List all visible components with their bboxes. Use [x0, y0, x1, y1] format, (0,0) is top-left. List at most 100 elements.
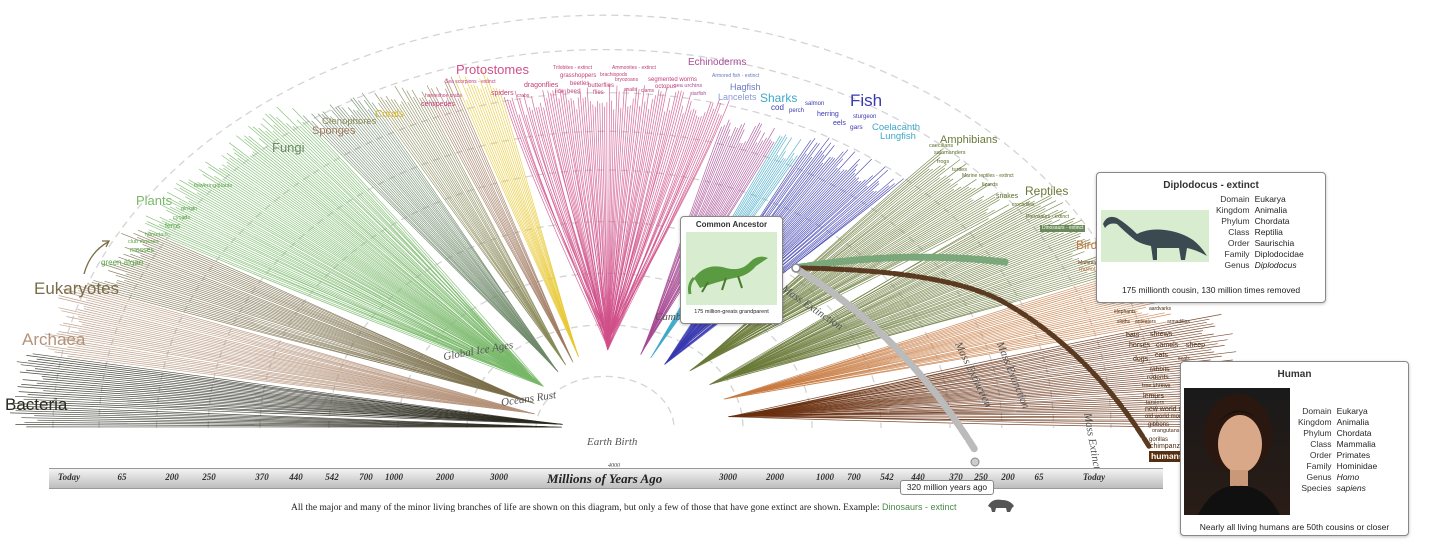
- tetrapod-label[interactable]: crocodiles: [1012, 202, 1035, 208]
- deuterostome-label[interactable]: herring: [817, 111, 839, 118]
- protostome-label[interactable]: octopus: [655, 84, 677, 90]
- mammal-label[interactable]: humans: [1149, 451, 1186, 462]
- tetrapod-label[interactable]: turtles: [952, 167, 967, 173]
- protostome-label[interactable]: snails: [624, 87, 637, 93]
- group-label-sharks[interactable]: Sharks: [760, 91, 798, 105]
- deuterostome-label[interactable]: eels: [833, 120, 846, 127]
- group-label-fungi[interactable]: Fungi: [272, 140, 305, 155]
- plant-label[interactable]: horsetails: [145, 232, 169, 238]
- dinosaurs-extinct-link[interactable]: Dinosaurs - extinct: [881, 502, 957, 512]
- mammal-label[interactable]: tree shrews: [1142, 383, 1171, 389]
- deuterostome-label[interactable]: sturgeon: [853, 114, 877, 120]
- mammal-label[interactable]: new world monkeys: [1145, 406, 1207, 413]
- time-marker-label[interactable]: 320 million years ago: [900, 480, 994, 495]
- mammal-label[interactable]: shrews: [1150, 331, 1173, 338]
- tetrapod-label[interactable]: salamanders: [934, 150, 966, 156]
- deuterostome-label[interactable]: sea urchins: [674, 83, 703, 89]
- deuterostome-label[interactable]: salmon: [805, 101, 825, 107]
- mammal-label[interactable]: tarsiers: [1146, 400, 1165, 406]
- mammal-label[interactable]: horses: [1129, 342, 1151, 349]
- protostome-label[interactable]: centipedes: [421, 101, 455, 108]
- mammal-label[interactable]: bats: [1126, 332, 1140, 339]
- tetrapod-label[interactable]: caecilians: [929, 143, 954, 149]
- mammal-label[interactable]: anteaters: [1135, 319, 1156, 325]
- protostome-label[interactable]: butterflies: [588, 83, 615, 89]
- protostome-label[interactable]: horseshoe crabs: [425, 93, 462, 99]
- group-label-lungfish[interactable]: Lungfish: [880, 131, 916, 142]
- group-label-archaea[interactable]: Archaea: [22, 330, 86, 349]
- protostome-label[interactable]: Ammonites - extinct: [612, 65, 656, 71]
- mammal-label[interactable]: armadillos: [1167, 319, 1190, 325]
- mammal-label[interactable]: aardvarks: [1149, 306, 1171, 312]
- group-label-plants[interactable]: Plants: [136, 193, 173, 208]
- mammal-label[interactable]: rabbits: [1150, 366, 1170, 373]
- deuterostome-label[interactable]: starfish: [690, 91, 707, 97]
- plant-label[interactable]: flowering plants: [194, 183, 233, 189]
- mammal-label[interactable]: old world monkeys: [1145, 414, 1195, 420]
- mammal-label[interactable]: Neanderthals: [1150, 458, 1183, 464]
- tetrapod-label[interactable]: lizards: [982, 182, 998, 188]
- mammal-label[interactable]: seals: [1178, 356, 1190, 362]
- tetrapod-label[interactable]: Marine reptiles - extinct: [962, 173, 1014, 179]
- group-label-protostomes[interactable]: Protostomes: [456, 62, 529, 77]
- group-label-reptiles[interactable]: Reptiles: [1025, 184, 1069, 198]
- deuterostome-label[interactable]: gars: [850, 124, 863, 131]
- group-label-ctenophores[interactable]: Ctenophores: [322, 116, 377, 127]
- group-label-bacteria[interactable]: Bacteria: [5, 395, 68, 414]
- common-ancestor-card[interactable]: Common Ancestor 175 million-greats grand…: [680, 216, 783, 324]
- protostome-label[interactable]: crabs: [517, 93, 530, 99]
- mammal-label[interactable]: lemurs: [1143, 393, 1165, 400]
- protostome-label[interactable]: Sea scorpions - extinct: [445, 79, 496, 85]
- protostome-label[interactable]: bees: [567, 89, 581, 95]
- group-label-sponges[interactable]: Sponges: [312, 125, 356, 137]
- mammal-label[interactable]: elephants: [1114, 309, 1136, 315]
- tetrapod-label[interactable]: snakes: [996, 193, 1019, 200]
- group-label-birds[interactable]: Bird: [1076, 238, 1098, 252]
- mammal-label[interactable]: chimpanzees: [1150, 443, 1192, 450]
- deuterostome-label[interactable]: cod: [771, 103, 784, 112]
- plant-label[interactable]: ferns: [165, 223, 181, 230]
- protostome-label[interactable]: Trilobites - extinct: [553, 65, 592, 71]
- group-label-fish[interactable]: Fish: [850, 91, 883, 110]
- plant-label[interactable]: cycads: [173, 215, 191, 221]
- group-label-amphibians[interactable]: Amphibians: [940, 134, 998, 146]
- plant-label[interactable]: green algae: [101, 258, 144, 267]
- protostome-label[interactable]: beetles: [570, 81, 590, 87]
- group-label-hagfish[interactable]: Hagfish: [730, 82, 761, 92]
- protostome-label[interactable]: spiders: [491, 90, 514, 97]
- protostome-label[interactable]: clams: [641, 88, 655, 94]
- deuterostome-label[interactable]: Armored fish - extinct: [712, 73, 760, 79]
- protostome-label[interactable]: grasshoppers: [560, 73, 597, 79]
- protostome-label[interactable]: dragonflies: [524, 82, 559, 89]
- mammal-label[interactable]: sheep: [1186, 342, 1206, 349]
- protostome-label[interactable]: lice: [555, 89, 565, 95]
- group-label-echinoderms[interactable]: Echinoderms: [688, 57, 747, 68]
- deuterostome-label[interactable]: perch: [789, 108, 805, 114]
- group-label-eukaryotes[interactable]: Eukaryotes: [34, 279, 120, 298]
- mammal-label[interactable]: gibbons: [1148, 422, 1170, 428]
- protostome-label[interactable]: flies: [593, 90, 604, 96]
- plant-label[interactable]: ginkgo: [181, 206, 198, 212]
- protostome-label[interactable]: brachiopods: [600, 72, 628, 78]
- mammal-label[interactable]: cats: [1155, 352, 1168, 359]
- plant-label[interactable]: mosses: [130, 247, 155, 254]
- mammal-label[interactable]: camels: [1156, 342, 1179, 349]
- mammal-label[interactable]: sloths: [1117, 319, 1131, 325]
- group-label-coelacanth[interactable]: Coelacanth: [872, 122, 921, 133]
- tetrapod-label[interactable]: monotremes: [1079, 267, 1112, 273]
- group-label-lancelets[interactable]: Lancelets: [718, 92, 757, 102]
- protostome-label[interactable]: segmented worms: [648, 77, 698, 83]
- protostome-label[interactable]: bryozoans: [615, 77, 639, 83]
- mammal-label[interactable]: orangutans: [1152, 428, 1180, 434]
- mammal-label[interactable]: gorillas: [1149, 437, 1169, 443]
- mammal-label[interactable]: rodents: [1147, 374, 1169, 381]
- tetrapod-label[interactable]: Pterosaurs - extinct: [1026, 214, 1070, 220]
- tetrapod-label[interactable]: Dinosaurs - extinct: [1040, 225, 1086, 232]
- mammal-label[interactable]: dogs: [1133, 356, 1149, 363]
- tetrapod-label[interactable]: frogs: [937, 159, 950, 165]
- tetrapod-label[interactable]: Mammals: [1078, 260, 1100, 266]
- plant-label[interactable]: club mosses: [128, 239, 159, 245]
- group-label-corals[interactable]: Corals: [375, 109, 404, 120]
